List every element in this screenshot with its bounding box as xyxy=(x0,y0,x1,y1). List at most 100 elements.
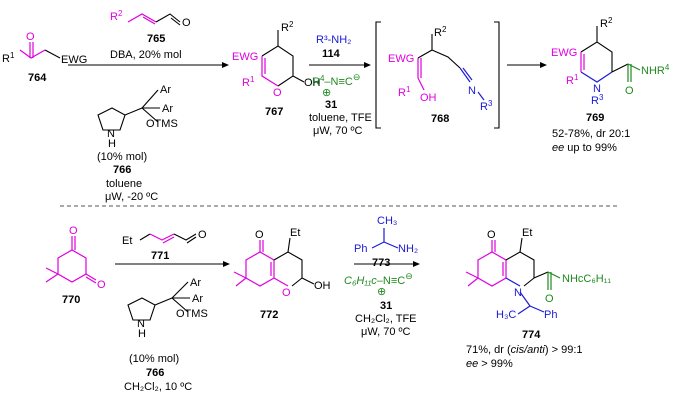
amide-nhr: NHR4 xyxy=(641,63,670,77)
microwave-condition: μW, -20 ºC xyxy=(105,191,158,203)
compound-774: O Et N H₃C Ph O NHcC₆H₁₁ 774 71%, dr (ci… xyxy=(465,227,611,370)
compound-769: EWG R2 R1 N R3 O NHR4 769 52-78%, dr 20:… xyxy=(551,16,670,154)
ee-769: ee up to 99% xyxy=(552,142,617,154)
r2-label: R2 xyxy=(281,20,294,34)
r2-label: R2 xyxy=(600,16,613,30)
isocyanide-reagent: R4–N≡C⊖ xyxy=(312,72,360,88)
amine-h: H xyxy=(108,138,116,150)
reaction-arrow-5 xyxy=(354,261,420,267)
amine-nh2: NH₂ xyxy=(398,243,418,255)
amide-o: O xyxy=(625,85,634,97)
compound-number-773: 773 xyxy=(372,257,390,269)
aldehyde-o: O xyxy=(182,17,191,29)
aryl-1: Ar xyxy=(190,277,201,289)
microwave-condition-2: μW, 70 ºC xyxy=(313,125,363,137)
ring-n: N xyxy=(514,287,522,299)
compound-768: EWG R2 R1 OH N R3 768 xyxy=(388,25,493,125)
phenyl-label: Ph xyxy=(544,309,557,321)
catalyst-766-bottom: Ar Ar OTMS N H (10% mol) 766 CH₂Cl₂, 10 … xyxy=(124,277,208,393)
hydroxyl: OH xyxy=(304,77,321,89)
intermediate-bracket xyxy=(375,21,500,129)
catalyst-loading: (10% mol) xyxy=(129,353,179,365)
compound-number-774: 774 xyxy=(522,329,541,341)
solvent-toluene-tfe: toluene, TFE xyxy=(309,112,372,124)
compound-772: O Et O OH 772 xyxy=(233,227,331,321)
reaction-arrow-1 xyxy=(68,62,229,68)
r3-label: R3 xyxy=(480,99,493,113)
solvent-ch2cl2-tfe: CH₂Cl₂, TFE xyxy=(355,313,417,325)
otms-group: OTMS xyxy=(176,308,208,320)
r2-label: R2 xyxy=(434,25,447,39)
r1-label: R1 xyxy=(2,51,15,65)
compound-number-31: 31 xyxy=(325,99,337,111)
microwave-condition-3: μW, 70 ºC xyxy=(361,326,411,338)
imine-n: N xyxy=(468,85,476,97)
compound-number-764: 764 xyxy=(28,72,47,84)
otms-group: OTMS xyxy=(146,118,178,130)
compound-number-770: 770 xyxy=(62,294,80,306)
r1-label: R1 xyxy=(242,75,255,89)
solvent-ch2cl2: CH₂Cl₂, 10 ºC xyxy=(124,381,192,393)
amide-o: O xyxy=(545,293,554,305)
compound-number-771: 771 xyxy=(151,250,169,262)
compound-764: O R1 EWG 764 xyxy=(2,31,87,84)
ketone-o: O xyxy=(255,229,264,241)
ethyl-label: Et xyxy=(290,227,300,239)
methyl-label: CH₃ xyxy=(377,215,397,227)
ewg-label: EWG xyxy=(232,51,258,63)
compound-765: R2 O 765 xyxy=(110,9,191,45)
ketone-o: O xyxy=(487,229,496,241)
compound-number-767: 767 xyxy=(265,106,283,118)
carbonyl-o: O xyxy=(26,31,35,43)
r1-label: R1 xyxy=(566,73,579,87)
methyl-label: H₃C xyxy=(496,309,516,321)
ring-o: O xyxy=(282,287,291,299)
aryl-2: Ar xyxy=(162,103,173,115)
ring-n: N xyxy=(593,83,601,95)
compound-number-31: 31 xyxy=(380,300,392,312)
carbonyl-o-1: O xyxy=(69,225,78,237)
reaction-arrow-4 xyxy=(115,261,230,267)
compound-773: CH₃ Ph NH₂ 773 xyxy=(354,215,418,269)
carbonyl-o-2: O xyxy=(97,279,106,291)
amine-reagent: R³-NH₂ xyxy=(316,34,351,46)
amide-nh-cyclohexyl: NHcC₆H₁₁ xyxy=(562,273,611,285)
reaction-arrow-3 xyxy=(507,62,547,68)
compound-number-772: 772 xyxy=(260,309,278,321)
aryl-1: Ar xyxy=(160,84,171,96)
compound-number-769: 769 xyxy=(586,112,604,124)
r1-label: R1 xyxy=(398,85,411,99)
compound-number-114: 114 xyxy=(322,48,341,60)
solvent-toluene: toluene xyxy=(106,178,142,190)
yield-dr-774: 71%, dr (cis/anti) > 99:1 xyxy=(466,344,583,356)
r3-label: R3 xyxy=(591,93,604,107)
aldehyde-o: O xyxy=(198,229,207,241)
plus-charge: ⊕ xyxy=(377,286,386,298)
hydroxyl: OH xyxy=(314,280,331,292)
compound-number-766: 766 xyxy=(146,367,164,379)
ewg-label: EWG xyxy=(551,47,577,59)
enol-oh: OH xyxy=(420,92,437,104)
reaction-arrow-2 xyxy=(309,62,371,68)
ewg-label: EWG xyxy=(388,53,414,65)
catalyst-766: Ar Ar OTMS N H (10% mol) 766 toluene μW,… xyxy=(97,84,178,203)
isocyanide-reagent: C₆H₁₁c–N≡C⊖ xyxy=(344,271,413,287)
compound-number-766: 766 xyxy=(113,164,131,176)
phenyl-label: Ph xyxy=(354,243,367,255)
amine-h: H xyxy=(138,328,146,340)
ee-774: ee > 99% xyxy=(466,358,513,370)
plus-charge: ⊕ xyxy=(322,87,331,99)
catalyst-loading: (10% mol) xyxy=(97,151,147,163)
ethyl-label: Et xyxy=(522,227,532,239)
aryl-2: Ar xyxy=(192,293,203,305)
compound-number-768: 768 xyxy=(431,113,449,125)
ethyl-label: Et xyxy=(122,235,132,247)
reagent-dba: DBA, 20% mol xyxy=(110,49,182,61)
compound-number-765: 765 xyxy=(147,33,165,45)
ewg-label: EWG xyxy=(61,54,87,66)
r2-label: R2 xyxy=(110,9,123,23)
compound-767: EWG R2 R1 O OH 767 xyxy=(232,20,321,118)
amine-n: N xyxy=(107,128,115,140)
compound-770: O O 770 xyxy=(45,225,106,306)
